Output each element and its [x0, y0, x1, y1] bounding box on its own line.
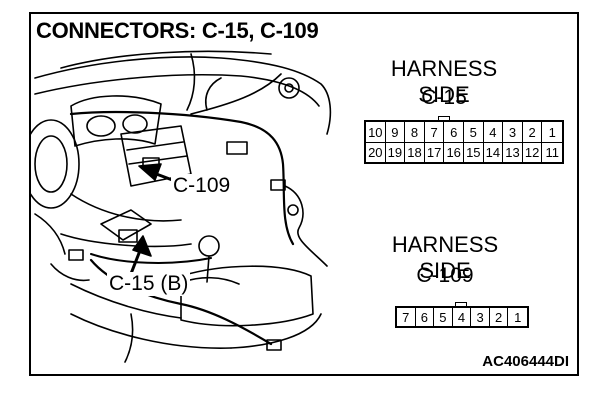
pin-cell: 4 [484, 122, 504, 142]
diagram-frame: CONNECTORS: C-15, C-109 [29, 12, 579, 376]
pin-cell: 11 [542, 142, 562, 162]
c109-harness-side-label: HARNESS SIDE [391, 232, 499, 283]
pin-cell: 18 [405, 142, 425, 162]
pin-cell: 2 [490, 308, 509, 326]
c15-key-tab [438, 116, 450, 122]
pin-cell: 3 [471, 308, 490, 326]
pin-cell: 19 [385, 142, 406, 162]
pin-cell: 10 [366, 122, 386, 142]
pin-cell: 14 [483, 142, 504, 162]
pin-cell: 17 [424, 142, 445, 162]
pin-cell: 9 [386, 122, 406, 142]
c109-connector-name: C-109 [416, 264, 474, 287]
pin-cell: 6 [416, 308, 435, 326]
pin-cell: 20 [366, 142, 386, 162]
pin-cell: 6 [444, 122, 464, 142]
figure-code: AC406444DI [482, 353, 569, 370]
pin-cell: 2 [523, 122, 543, 142]
pin-cell: 5 [434, 308, 453, 326]
pin-cell: 7 [397, 308, 416, 326]
c15-connector-name: C-15 [421, 86, 467, 109]
pin-cell: 16 [444, 142, 464, 162]
pin-cell: 8 [405, 122, 425, 142]
diagram-title: CONNECTORS: C-15, C-109 [36, 18, 319, 43]
callout-c109: C-109 [171, 174, 233, 198]
pin-cell: 7 [425, 122, 445, 142]
pin-cell: 5 [464, 122, 484, 142]
pin-cell: 12 [522, 142, 543, 162]
pin-cell: 1 [548, 124, 556, 140]
c109-key-tab [455, 302, 467, 308]
callout-c15b: C-15 (B) [107, 272, 191, 296]
c15-harness-side-label: HARNESS SIDE [390, 56, 498, 107]
pin-cell: 4 [453, 308, 472, 326]
pin-cell: 13 [503, 142, 523, 162]
pin-cell: 1 [514, 309, 522, 325]
pin-cell: 3 [503, 122, 523, 142]
pin-cell: 15 [464, 142, 484, 162]
vehicle-interior-illustration [31, 50, 332, 363]
